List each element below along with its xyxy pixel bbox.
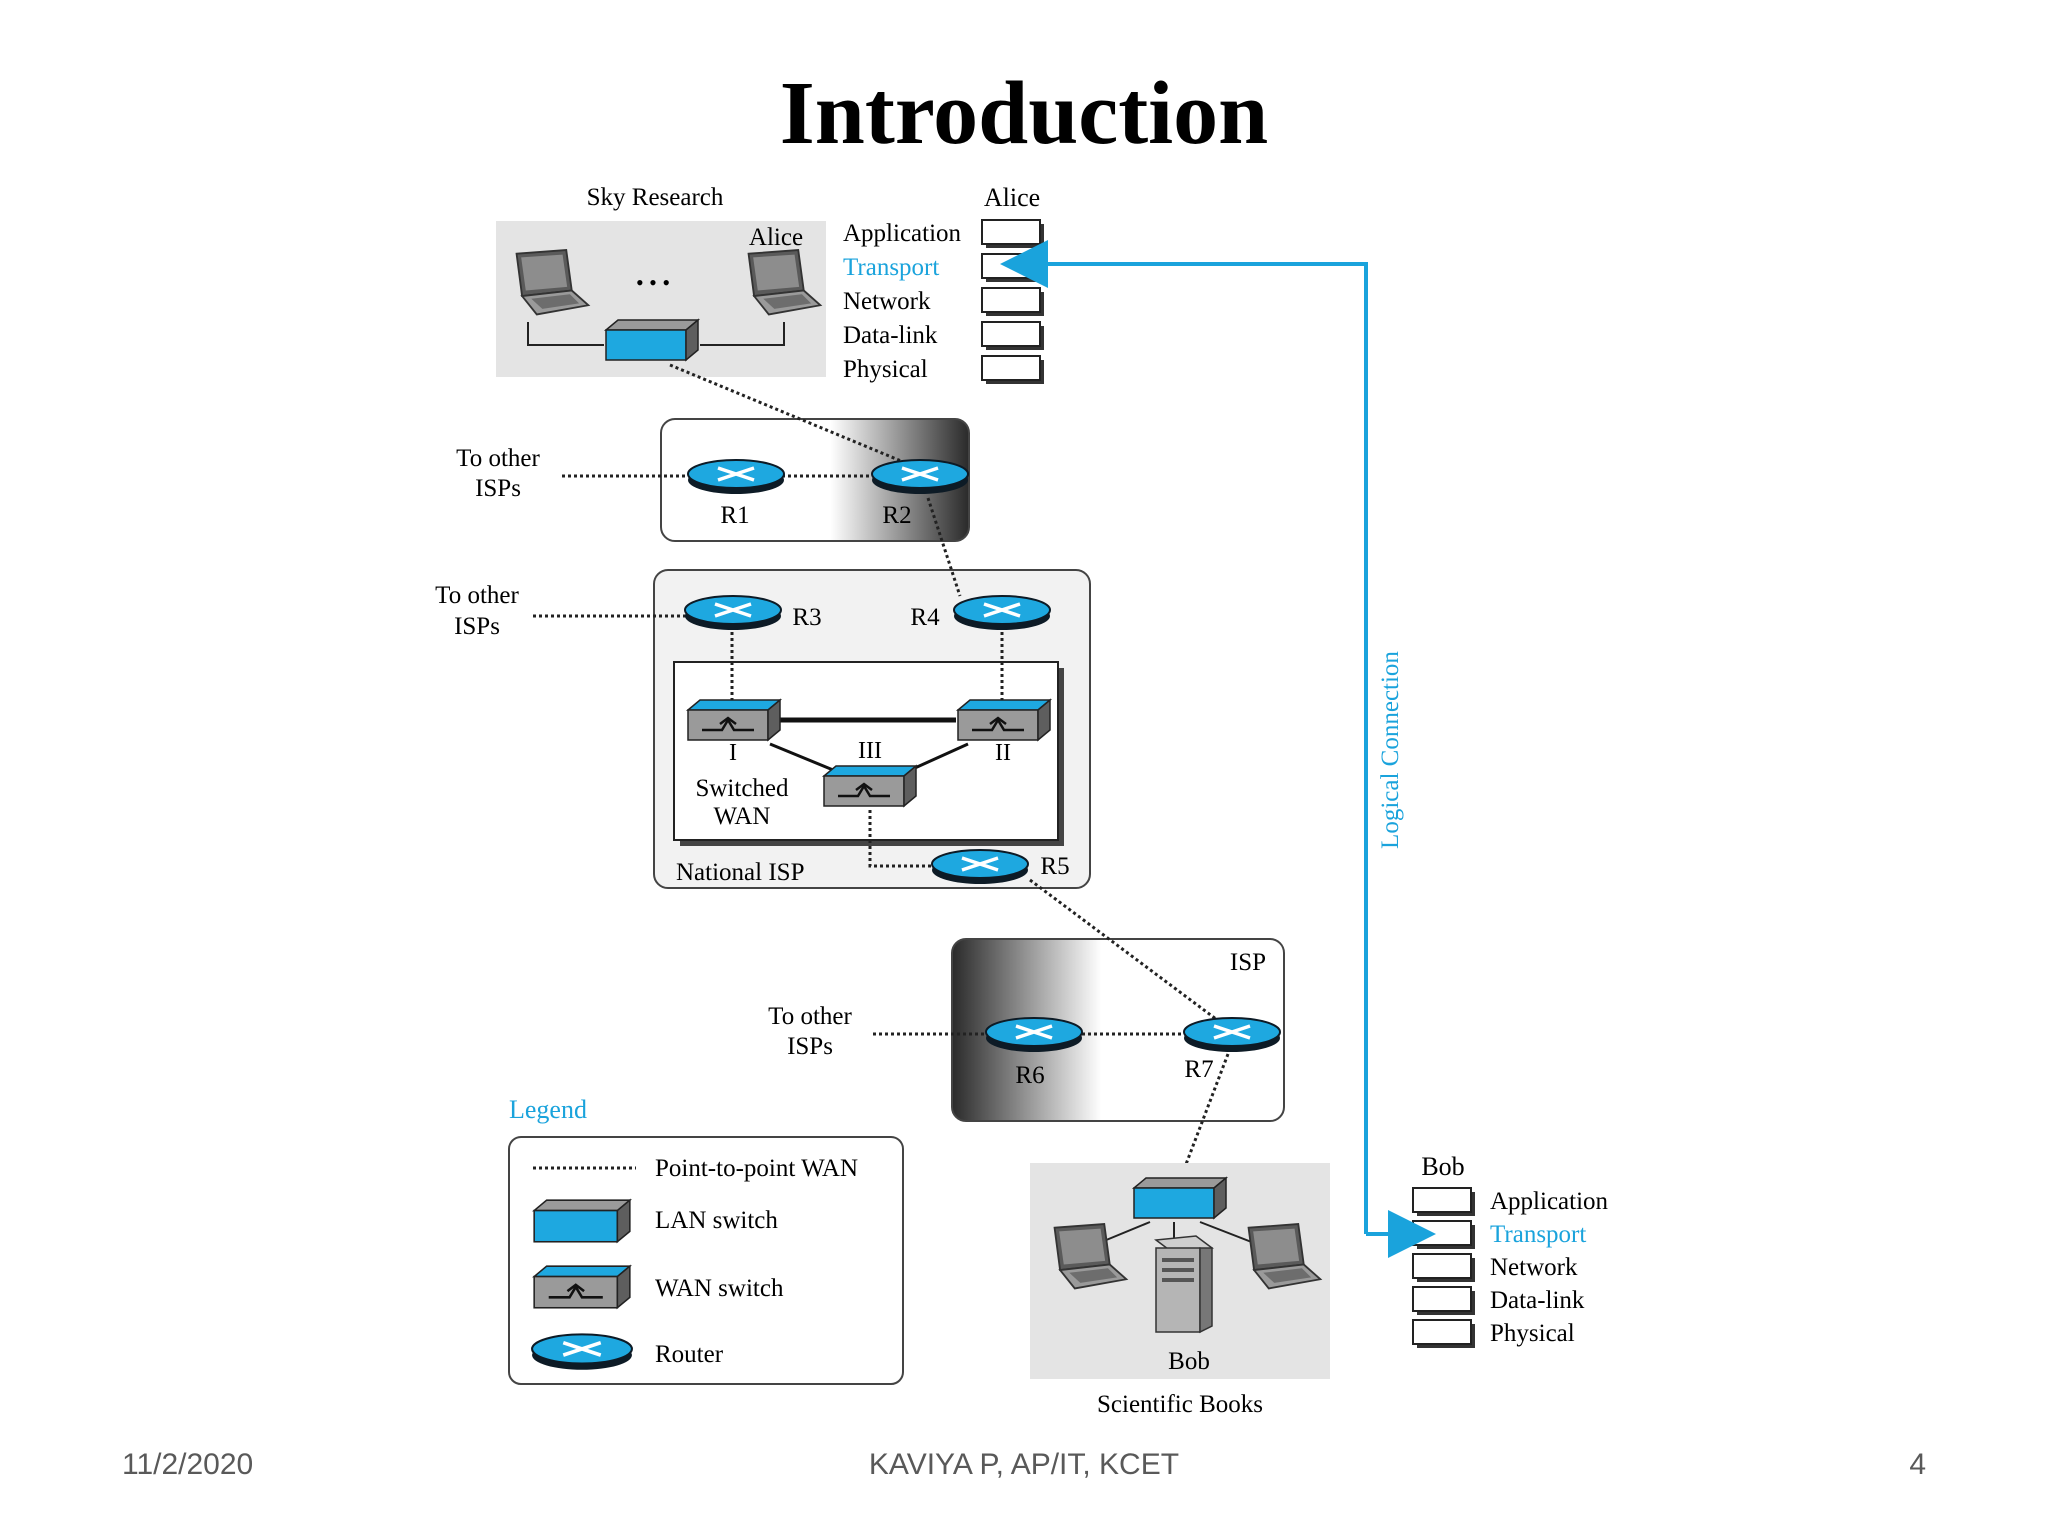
bob-layer-box <box>1412 1286 1472 1312</box>
to-other-isps-label-2b: ISPs <box>454 613 500 640</box>
router-icon-r5 <box>930 848 1030 886</box>
bob-layer-label: Data-link <box>1490 1287 1585 1314</box>
bob-layer-label: Physical <box>1490 1320 1575 1347</box>
alice-stack-label: Alice <box>984 183 1040 212</box>
wan-switch-icon-iii <box>822 764 918 808</box>
alice-layer-box <box>981 219 1041 245</box>
alice-layer-box <box>981 321 1041 347</box>
lan-cable <box>527 322 785 346</box>
bob-layer-label: Application <box>1490 1188 1609 1215</box>
wan-switch-label-iii: III <box>858 738 882 764</box>
logical-connection-label: Logical Connection <box>1377 651 1404 849</box>
logical-connection-line <box>1000 240 1368 1234</box>
bob-protocol-stack: ApplicationTransportNetworkData-linkPhys… <box>1412 1187 1609 1348</box>
legend-title: Legend <box>509 1095 587 1124</box>
router-label-r6: R6 <box>1015 1062 1044 1089</box>
bob-layer-label: Transport <box>1490 1221 1586 1248</box>
wan-link <box>769 742 839 774</box>
alice-layer-label: Application <box>843 220 962 247</box>
router-label-r1: R1 <box>720 502 749 529</box>
legend-item-router: Router <box>655 1341 724 1368</box>
wan-switch-icon-ii <box>956 698 1052 742</box>
alice-layer-label: Network <box>843 288 931 315</box>
lan-switch-icon <box>605 319 699 361</box>
wan-switch-icon-i <box>686 698 782 742</box>
router-icon-r6 <box>984 1016 1084 1054</box>
legend-router-icon <box>530 1332 634 1372</box>
router-label-r4: R4 <box>910 604 940 631</box>
bob-site-label: Scientific Books <box>1097 1391 1263 1418</box>
bob-layer-label: Network <box>1490 1254 1578 1281</box>
alice-site-label: Sky Research <box>587 184 724 211</box>
legend-item-lan-switch: LAN switch <box>655 1207 778 1234</box>
legend-wan-switch-icon <box>532 1264 632 1310</box>
ptp-link <box>1178 1053 1230 1181</box>
router-icon-r2 <box>870 458 970 496</box>
slide-title: Introduction <box>779 64 1269 163</box>
to-other-isps-label-3b: ISPs <box>787 1033 833 1060</box>
alice-protocol-stack: ApplicationTransportNetworkData-linkPhys… <box>843 219 1044 384</box>
wan-switch-label-ii: II <box>995 740 1011 766</box>
legend-item-wan-switch: WAN switch <box>655 1275 784 1302</box>
router-label-r7: R7 <box>1184 1056 1213 1083</box>
regional-isp-box <box>660 418 970 542</box>
router-icon-r1 <box>686 458 786 496</box>
national-isp-label: National ISP <box>676 859 804 886</box>
router-icon-r3 <box>683 594 783 632</box>
bob-layer-box <box>1412 1319 1472 1345</box>
to-other-isps-label-3: To other <box>768 1003 852 1030</box>
router-icon-r4 <box>952 594 1052 632</box>
ptp-link <box>868 810 940 868</box>
bob-layer-box <box>1412 1187 1472 1213</box>
alice-layer-label: Data-link <box>843 322 938 349</box>
legend-item-ptp-wan: Point-to-point WAN <box>655 1155 858 1182</box>
alice-layer-box <box>981 355 1041 381</box>
bob-stack-label: Bob <box>1421 1152 1464 1181</box>
ptp-link <box>669 363 919 470</box>
footer-date: 11/2/2020 <box>122 1448 254 1481</box>
isp-label: ISP <box>1230 949 1266 976</box>
switched-wan-label: Switched <box>695 775 789 802</box>
server-icon <box>1154 1235 1214 1334</box>
router-label-r3: R3 <box>792 604 821 631</box>
to-other-isps-label-1b: ISPs <box>475 475 521 502</box>
bob-layer-box <box>1412 1253 1472 1279</box>
switched-wan-box <box>673 661 1059 841</box>
router-label-r5: R5 <box>1040 853 1069 880</box>
footer-author: KAVIYA P, AP/IT, KCET <box>868 1448 1180 1481</box>
alice-ellipsis: • • • <box>636 270 670 295</box>
slide-number: 4 <box>1909 1448 1926 1481</box>
wan-switch-label-i: I <box>729 740 737 766</box>
legend-box <box>508 1136 904 1385</box>
alice-layer-label: Transport <box>843 254 939 281</box>
bob-host-label: Bob <box>1168 1348 1210 1375</box>
alice-layer-box <box>981 287 1041 313</box>
router-label-r2: R2 <box>882 502 911 529</box>
ptp-link <box>926 497 962 597</box>
switched-wan-label-b: WAN <box>714 803 771 830</box>
router-icon-r7 <box>1182 1016 1282 1054</box>
alice-layer-label: Physical <box>843 356 928 383</box>
legend-lan-switch-icon <box>533 1199 631 1243</box>
to-other-isps-label-2: To other <box>435 582 519 609</box>
alice-host-label: Alice <box>749 224 803 251</box>
lan-switch-icon <box>1133 1177 1227 1219</box>
local-isp-box <box>951 938 1285 1122</box>
to-other-isps-label-1: To other <box>456 445 540 472</box>
